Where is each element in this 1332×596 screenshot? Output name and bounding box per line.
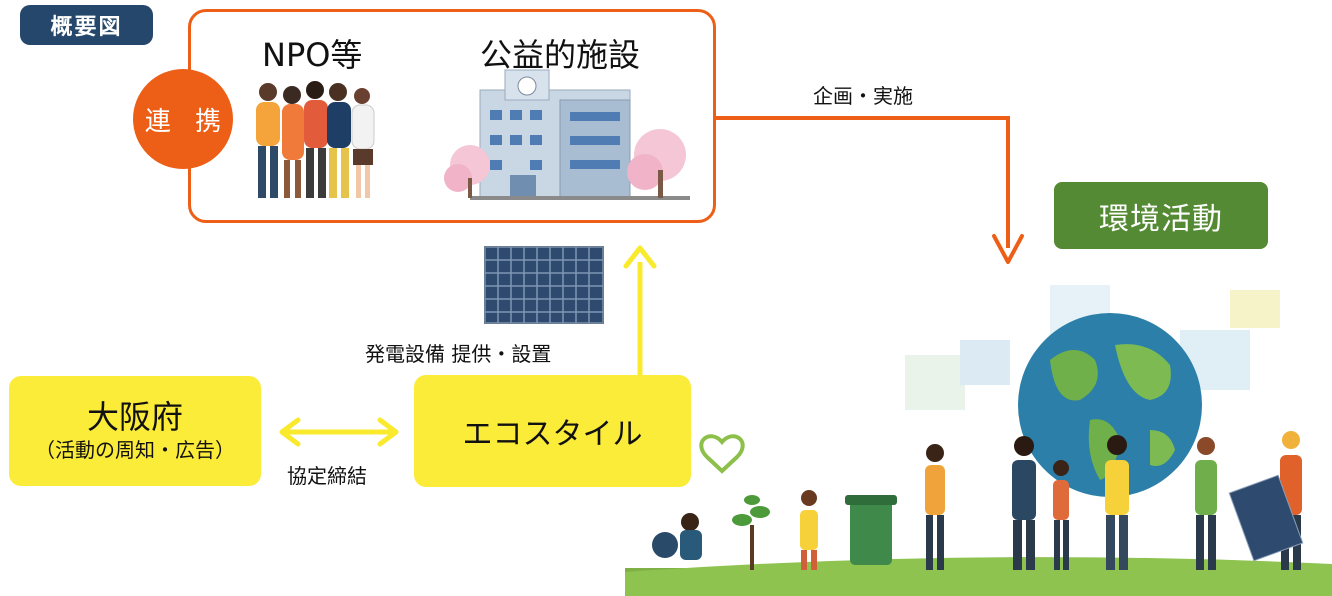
- ecostyle-box: エコスタイル: [414, 375, 691, 487]
- npo-label: NPO等: [262, 36, 363, 74]
- facility-label: 公益的施設: [480, 36, 641, 74]
- ecostyle-label: エコスタイル: [462, 417, 643, 452]
- environment-activity-label: 環境活動: [1054, 182, 1268, 249]
- osaka-title: 大阪府: [86, 398, 183, 436]
- diagram-tag: 概要図: [20, 5, 153, 45]
- agreement-label: 協定締結: [287, 464, 367, 488]
- people-group-icon: [256, 81, 375, 198]
- plan-implement-label: 企画・実施: [813, 84, 913, 108]
- osaka-box: 大阪府 （活動の周知・広告）: [9, 376, 261, 486]
- cooperation-badge: 連 携: [133, 69, 233, 169]
- environment-activity-illustration: [625, 285, 1332, 596]
- solar-panel-icon: [484, 246, 604, 324]
- osaka-subtitle: （活動の周知・広告）: [35, 438, 235, 462]
- public-facility-icon: [444, 69, 690, 200]
- equipment-label: 発電設備 提供・設置: [365, 342, 552, 366]
